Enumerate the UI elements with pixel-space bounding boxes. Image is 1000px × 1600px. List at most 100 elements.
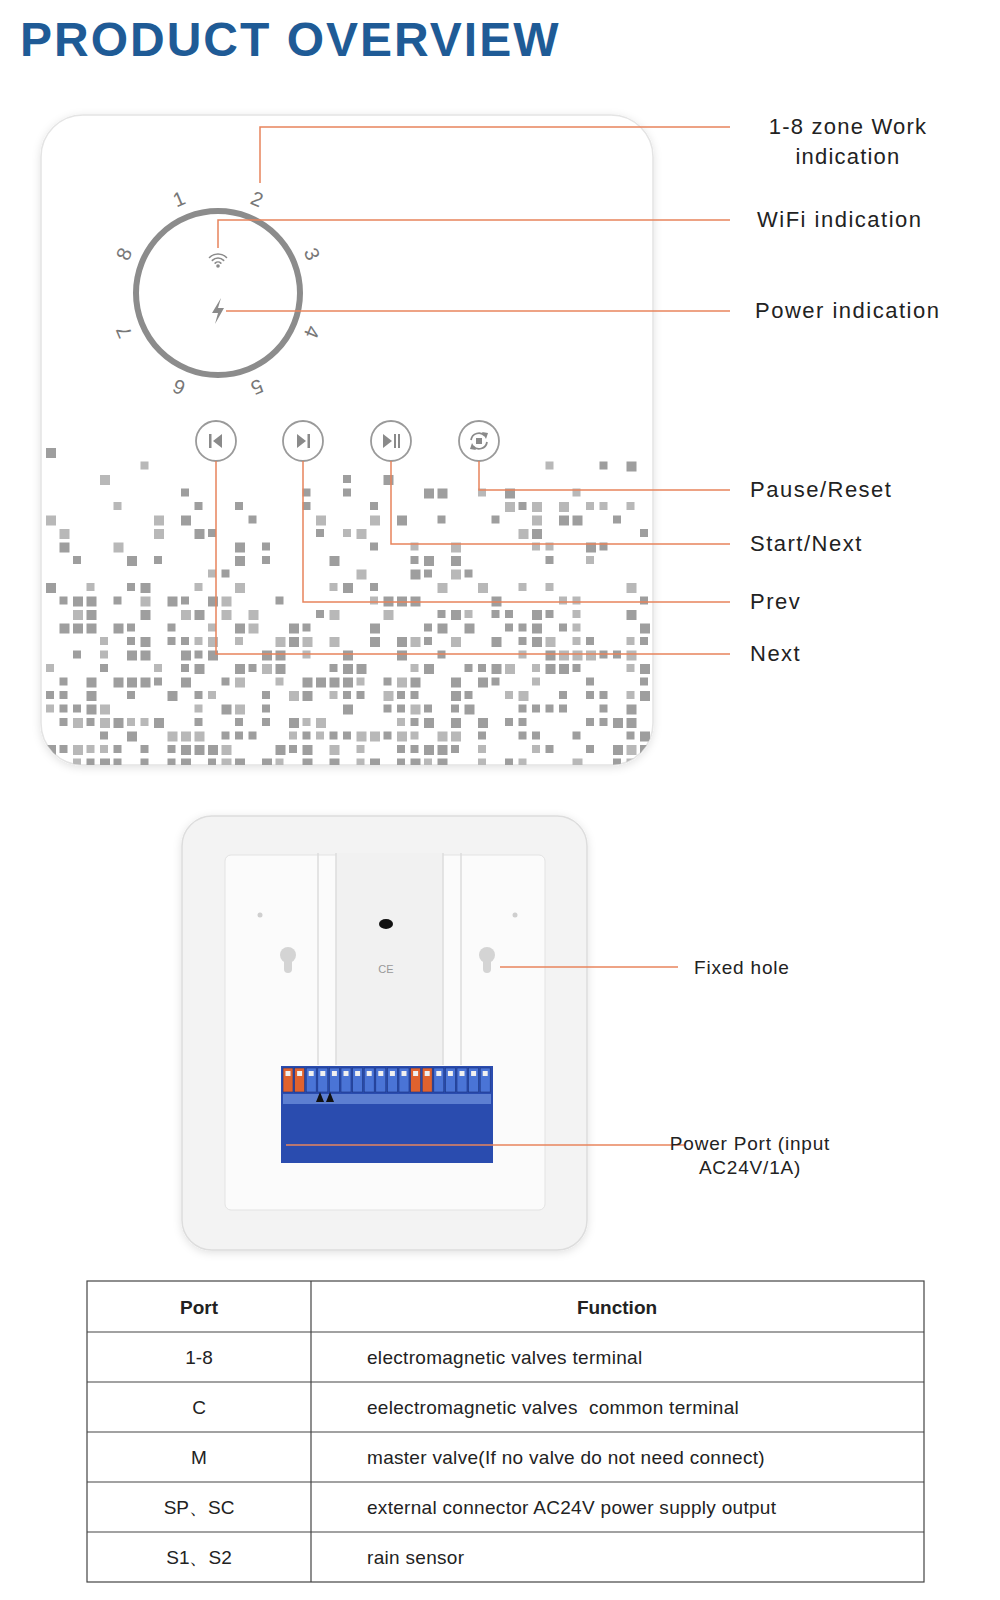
callout-label: Prev [750, 589, 801, 615]
pattern-square [519, 732, 527, 740]
pattern-square [627, 610, 637, 620]
pattern-square [222, 570, 230, 578]
pattern-square [640, 678, 648, 686]
pattern-square [60, 691, 68, 699]
pattern-square [559, 691, 567, 699]
pattern-square [343, 475, 351, 483]
pattern-square [208, 759, 216, 766]
pattern-square [411, 637, 421, 647]
pattern-square [586, 651, 596, 661]
leader-lines [216, 127, 730, 1145]
icon-bar [394, 434, 396, 448]
pattern-square [235, 705, 245, 715]
leader-line [303, 461, 730, 602]
pattern-square [100, 718, 110, 728]
pattern-square [195, 745, 205, 755]
pattern-square [397, 637, 407, 647]
pattern-square [154, 664, 162, 672]
pattern-square [154, 718, 164, 728]
pattern-square [627, 664, 635, 672]
pattern-square [249, 610, 259, 620]
pattern-square [87, 597, 97, 607]
pattern-square [532, 610, 542, 620]
pattern-square [411, 570, 421, 580]
icon-triangle [383, 434, 392, 448]
pattern-square [208, 745, 218, 755]
pattern-square [222, 732, 230, 740]
pattern-square [73, 718, 83, 728]
pattern-square [586, 637, 594, 645]
terminal [353, 1068, 363, 1092]
pattern-square [411, 691, 419, 699]
pattern-square [46, 705, 54, 713]
pattern-square [411, 678, 421, 688]
pattern-square [100, 759, 110, 766]
pattern-square [73, 705, 81, 713]
pattern-square [249, 624, 259, 634]
table-cell: rain sensor [367, 1546, 464, 1569]
pattern-square [141, 718, 149, 726]
pattern-square [613, 718, 623, 728]
pattern-square [640, 529, 648, 537]
pattern-square [451, 570, 461, 580]
pattern-square [411, 732, 419, 740]
icon-triangle [297, 434, 306, 448]
pattern-square [411, 759, 421, 766]
pattern-square [573, 759, 583, 766]
pattern-square [600, 502, 608, 510]
pattern-square [222, 597, 232, 607]
pattern-square [60, 705, 68, 713]
pattern-square [573, 664, 581, 672]
pattern-square [492, 610, 500, 618]
wifi-icon [210, 254, 227, 268]
wire-tip [316, 1092, 324, 1102]
pattern-square [87, 718, 95, 726]
zone-number: 5 [247, 374, 266, 400]
table-rule [87, 1331, 924, 1332]
pattern-square [384, 732, 392, 740]
wifi-dot [216, 264, 220, 268]
pattern-square [532, 705, 540, 713]
terminal-screw [448, 1071, 453, 1076]
pattern-square [195, 664, 205, 674]
pattern-square [532, 732, 540, 740]
pattern-square [330, 678, 340, 688]
table-border [87, 1281, 924, 1582]
terminal [376, 1068, 386, 1092]
table-cell: C [192, 1396, 206, 1419]
keyhole-slot [284, 955, 292, 973]
pattern-square [586, 678, 594, 686]
pattern-square [276, 637, 286, 647]
zone-number: 4 [299, 322, 325, 341]
pattern-square [208, 529, 216, 537]
terminal [329, 1068, 339, 1092]
terminal [283, 1068, 293, 1092]
callout-label: Start/Next [750, 531, 863, 557]
pattern-square [519, 502, 527, 510]
pattern-square [546, 637, 556, 647]
pattern-square [343, 664, 353, 674]
pattern-square [168, 732, 178, 742]
pattern-square [573, 624, 581, 632]
pattern-square [303, 732, 311, 740]
pattern-square [73, 556, 81, 564]
pattern-square [195, 529, 205, 539]
pattern-square [262, 705, 270, 713]
pattern-square [330, 583, 338, 591]
pattern-square [222, 759, 232, 766]
callout-label: Pause/Reset [750, 477, 892, 503]
pattern-square [303, 678, 313, 688]
pattern-square [100, 745, 108, 753]
pattern-square [559, 502, 569, 512]
pattern-square [262, 556, 270, 564]
table-header: Function [577, 1295, 657, 1318]
pattern-square [276, 759, 284, 766]
pattern-square [438, 745, 448, 755]
pattern-square [249, 516, 257, 524]
pattern-square [357, 732, 367, 742]
pattern-square [46, 448, 56, 458]
pattern-square [60, 543, 70, 553]
power-icon [212, 298, 224, 324]
pattern-square [195, 637, 203, 645]
pattern-square [330, 745, 340, 755]
